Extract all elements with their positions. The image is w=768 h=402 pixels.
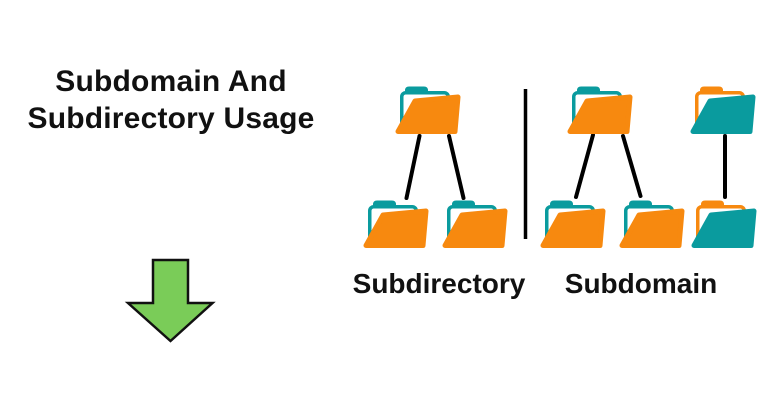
orange-folder-icon (366, 201, 426, 247)
connector-line (404, 134, 422, 200)
down-arrow-shape (124, 258, 216, 343)
orange-folder-icon (570, 87, 630, 133)
page-title: Subdomain And Subdirectory Usage (27, 65, 315, 135)
teal-folder-icon (694, 201, 754, 247)
orange-folder-icon (398, 87, 458, 133)
orange-folder-icon (622, 201, 682, 247)
orange-folder-icon (543, 201, 603, 247)
teal-folder-icon (693, 87, 753, 133)
subdirectory-label: Subdirectory (352, 268, 526, 299)
connector-line (574, 133, 595, 199)
green-down-arrow-icon (124, 258, 216, 343)
connector-line (621, 134, 643, 198)
subdomain-label: Subdomain (564, 268, 718, 299)
connector-line (447, 134, 466, 200)
folder-trees-diagram (330, 75, 768, 255)
orange-folder-icon (445, 201, 505, 247)
